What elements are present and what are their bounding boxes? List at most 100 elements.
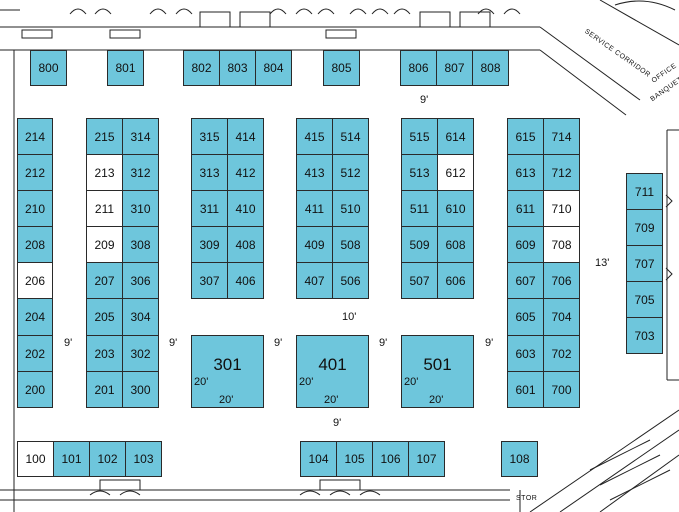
booth-806[interactable]: 806 [400,50,437,86]
booth-103[interactable]: 103 [125,441,162,477]
booth-306[interactable]: 306 [122,262,159,299]
booth-315[interactable]: 315 [191,118,228,155]
booth-605[interactable]: 605 [507,298,544,336]
booth-301[interactable]: 301 [191,335,264,408]
booth-712[interactable]: 712 [543,154,580,191]
booth-708[interactable]: 708 [543,226,580,263]
booth-702[interactable]: 702 [543,335,580,372]
booth-413[interactable]: 413 [296,154,333,191]
booth-200[interactable]: 200 [17,371,53,408]
booth-511[interactable]: 511 [401,190,438,227]
booth-102[interactable]: 102 [89,441,126,477]
booth-204[interactable]: 204 [17,298,53,336]
booth-611[interactable]: 611 [507,190,544,227]
booth-705[interactable]: 705 [626,281,663,318]
booth-212[interactable]: 212 [17,154,53,191]
booth-501-side-dimension: 20' [404,376,419,388]
booth-608[interactable]: 608 [437,226,474,263]
booth-202[interactable]: 202 [17,335,53,372]
booth-215[interactable]: 215 [86,118,123,155]
booth-308[interactable]: 308 [122,226,159,263]
booth-312[interactable]: 312 [122,154,159,191]
aisle-dimension-middle: 10' [342,311,357,323]
booth-507[interactable]: 507 [401,262,438,299]
booth-513[interactable]: 513 [401,154,438,191]
booth-101[interactable]: 101 [53,441,90,477]
booth-309[interactable]: 309 [191,226,228,263]
booth-100[interactable]: 100 [17,441,54,477]
booth-203[interactable]: 203 [86,335,123,372]
booth-808[interactable]: 808 [472,50,509,86]
booth-205[interactable]: 205 [86,298,123,336]
booth-610[interactable]: 610 [437,190,474,227]
booth-807[interactable]: 807 [436,50,473,86]
booth-805[interactable]: 805 [323,50,360,86]
booth-514[interactable]: 514 [332,118,369,155]
booth-210[interactable]: 210 [17,190,53,227]
booth-804[interactable]: 804 [255,50,292,86]
stor-label: STOR [516,495,538,502]
booth-208[interactable]: 208 [17,226,53,263]
booth-706[interactable]: 706 [543,262,580,299]
booth-214[interactable]: 214 [17,118,53,155]
booth-104[interactable]: 104 [300,441,337,477]
booth-304[interactable]: 304 [122,298,159,336]
booth-606[interactable]: 606 [437,262,474,299]
booth-710[interactable]: 710 [543,190,580,227]
booth-802[interactable]: 802 [183,50,220,86]
booth-512[interactable]: 512 [332,154,369,191]
booth-201[interactable]: 201 [86,371,123,408]
booth-501[interactable]: 501 [401,335,474,408]
booth-105[interactable]: 105 [336,441,373,477]
booth-415[interactable]: 415 [296,118,333,155]
booth-313[interactable]: 313 [191,154,228,191]
booth-206[interactable]: 206 [17,262,53,299]
booth-407[interactable]: 407 [296,262,333,299]
booth-108[interactable]: 108 [501,441,538,477]
booth-714[interactable]: 714 [543,118,580,155]
booth-401-side-dimension: 20' [299,376,314,388]
booth-207[interactable]: 207 [86,262,123,299]
booth-613[interactable]: 613 [507,154,544,191]
booth-406[interactable]: 406 [227,262,264,299]
booth-302[interactable]: 302 [122,335,159,372]
booth-107[interactable]: 107 [408,441,445,477]
booth-700[interactable]: 700 [543,371,580,408]
booth-609[interactable]: 609 [507,226,544,263]
booth-803[interactable]: 803 [219,50,256,86]
booth-311[interactable]: 311 [191,190,228,227]
booth-106[interactable]: 106 [372,441,409,477]
booth-801[interactable]: 801 [107,50,144,86]
booth-408[interactable]: 408 [227,226,264,263]
booth-707[interactable]: 707 [626,245,663,282]
booth-704[interactable]: 704 [543,298,580,336]
booth-410[interactable]: 410 [227,190,264,227]
booth-213[interactable]: 213 [86,154,123,191]
booth-800[interactable]: 800 [30,50,67,86]
booth-209[interactable]: 209 [86,226,123,263]
booth-607[interactable]: 607 [507,262,544,299]
booth-614[interactable]: 614 [437,118,474,155]
booth-310[interactable]: 310 [122,190,159,227]
booth-412[interactable]: 412 [227,154,264,191]
booth-709[interactable]: 709 [626,209,663,246]
booth-612[interactable]: 612 [437,154,474,191]
booth-703[interactable]: 703 [626,317,663,354]
booth-711[interactable]: 711 [626,173,663,210]
booth-411[interactable]: 411 [296,190,333,227]
booth-506[interactable]: 506 [332,262,369,299]
booth-515[interactable]: 515 [401,118,438,155]
booth-603[interactable]: 603 [507,335,544,372]
booth-615[interactable]: 615 [507,118,544,155]
booth-510[interactable]: 510 [332,190,369,227]
booth-211[interactable]: 211 [86,190,123,227]
booth-509[interactable]: 509 [401,226,438,263]
booth-314[interactable]: 314 [122,118,159,155]
booth-300[interactable]: 300 [122,371,159,408]
booth-414[interactable]: 414 [227,118,264,155]
booth-401[interactable]: 401 [296,335,369,408]
booth-508[interactable]: 508 [332,226,369,263]
booth-307[interactable]: 307 [191,262,228,299]
booth-409[interactable]: 409 [296,226,333,263]
booth-601[interactable]: 601 [507,371,544,408]
